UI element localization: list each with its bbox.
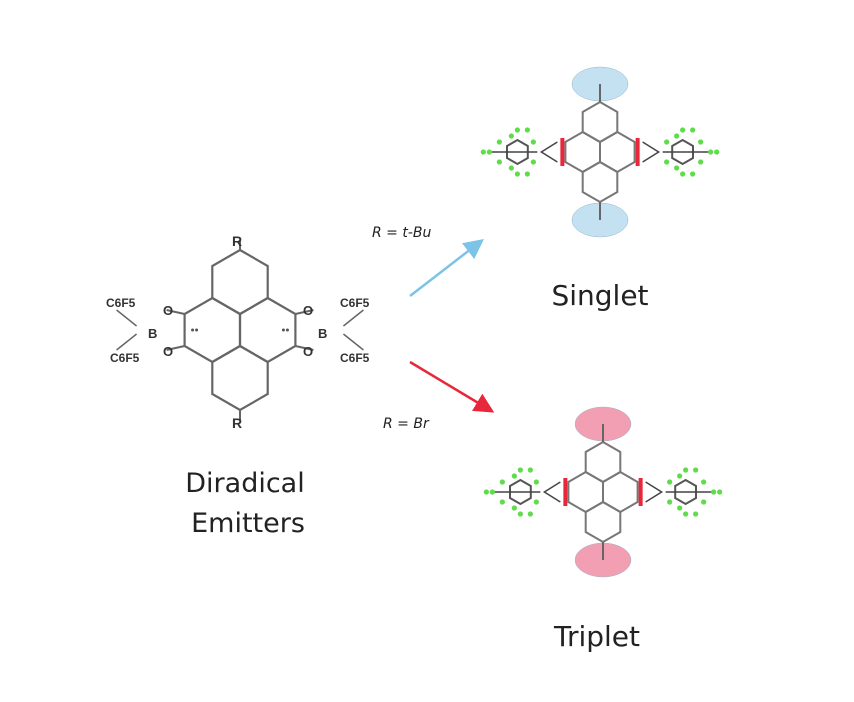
c6f5-label: C6F5 (340, 296, 370, 310)
fluorine-atom (499, 479, 505, 485)
pentafluorophenyl-ring (671, 138, 694, 166)
fluorine-atom (674, 133, 680, 139)
radical-dot (281, 328, 285, 332)
fluorine-atom (533, 499, 539, 505)
fluorine-atom (524, 127, 530, 133)
radical-dot (195, 328, 199, 332)
oxygen-label: O (303, 344, 313, 359)
aromatic-ring (238, 296, 297, 364)
fluorine-atom (480, 149, 486, 155)
fluorine-atom (701, 499, 707, 505)
substituent-bottom: R (232, 415, 242, 431)
pentafluorophenyl-ring (674, 478, 697, 506)
fluorine-atom (514, 171, 520, 177)
triplet-molecule-structure (483, 406, 723, 578)
fluorine-atom (514, 127, 520, 133)
caption-diradical: Diradical (185, 468, 304, 499)
fluorine-atom (680, 127, 686, 133)
c6f5-label: C6F5 (106, 296, 136, 310)
fluorine-atom (530, 139, 536, 145)
fluorine-atom (511, 505, 517, 511)
bond (166, 309, 185, 315)
fluorine-atom (698, 139, 704, 145)
bond (295, 309, 314, 315)
substituent-top: R (232, 233, 242, 249)
singlet-molecule-structure (480, 66, 720, 238)
aromatic-ring (599, 130, 636, 174)
aromatic-ring (602, 470, 639, 514)
oxygen-label: O (163, 344, 173, 359)
bond (342, 309, 364, 327)
condition-tbu: R = t-Bu (372, 225, 432, 241)
fluorine-atom (693, 511, 699, 517)
fluorine-atom (517, 467, 523, 473)
bond (342, 333, 364, 351)
singlet-label: Singlet (551, 279, 648, 312)
aromatic-ring (211, 248, 269, 316)
fluorine-atom (693, 467, 699, 473)
bond (539, 141, 558, 163)
fluorine-atom (680, 171, 686, 177)
fluorine-atom (511, 473, 517, 479)
bond (642, 141, 661, 163)
fluorine-atom (698, 159, 704, 165)
fluorine-atom (708, 149, 714, 155)
boron-label: B (148, 326, 157, 341)
c6f5-label: C6F5 (110, 351, 140, 365)
fluorine-atom (508, 165, 514, 171)
radical-dot (285, 328, 289, 332)
fluorine-atom (664, 159, 670, 165)
fluorine-atom (667, 479, 673, 485)
fluorine-atom (508, 133, 514, 139)
left-molecule-structure (116, 240, 364, 420)
radical-dot (191, 328, 195, 332)
aromatic-ring (567, 470, 604, 514)
fluorine-atom (486, 149, 492, 155)
fluorine-atom (664, 139, 670, 145)
fluorine-atom (527, 511, 533, 517)
aromatic-ring (564, 130, 601, 174)
fluorine-atom (683, 511, 689, 517)
fluorine-atom (674, 165, 680, 171)
fluorine-atom (717, 489, 723, 495)
bond (295, 345, 314, 351)
fluorine-atom (496, 139, 502, 145)
fluorine-atom (690, 127, 696, 133)
fluorine-atom (524, 171, 530, 177)
fluorine-atom (683, 467, 689, 473)
pentafluorophenyl-ring (506, 138, 529, 166)
bond (542, 481, 561, 503)
fluorine-atom (517, 511, 523, 517)
c6f5-label: C6F5 (340, 351, 370, 365)
fluorine-atom (667, 499, 673, 505)
fluorine-atom (499, 499, 505, 505)
caption-emitters: Emitters (191, 508, 305, 539)
bond (645, 481, 664, 503)
fluorine-atom (527, 467, 533, 473)
oxygen-label: O (303, 303, 313, 318)
fluorine-atom (677, 473, 683, 479)
triplet-label: Triplet (553, 620, 640, 653)
oxygen-label: O (163, 303, 173, 318)
bond (166, 345, 185, 351)
arrow-to-triplet (409, 360, 495, 413)
fluorine-atom (533, 479, 539, 485)
fluorine-atom (489, 489, 495, 495)
fluorine-atom (711, 489, 717, 495)
pentafluorophenyl-ring (509, 478, 532, 506)
fluorine-atom (496, 159, 502, 165)
fluorine-atom (677, 505, 683, 511)
fluorine-atom (714, 149, 720, 155)
aromatic-ring (211, 344, 269, 412)
fluorine-atom (530, 159, 536, 165)
bond (116, 333, 138, 351)
boron-label: B (318, 326, 327, 341)
fluorine-atom (483, 489, 489, 495)
fluorine-atom (690, 171, 696, 177)
condition-br: R = Br (383, 416, 430, 432)
bond (116, 309, 138, 327)
fluorine-atom (701, 479, 707, 485)
arrow-to-singlet (409, 238, 484, 297)
